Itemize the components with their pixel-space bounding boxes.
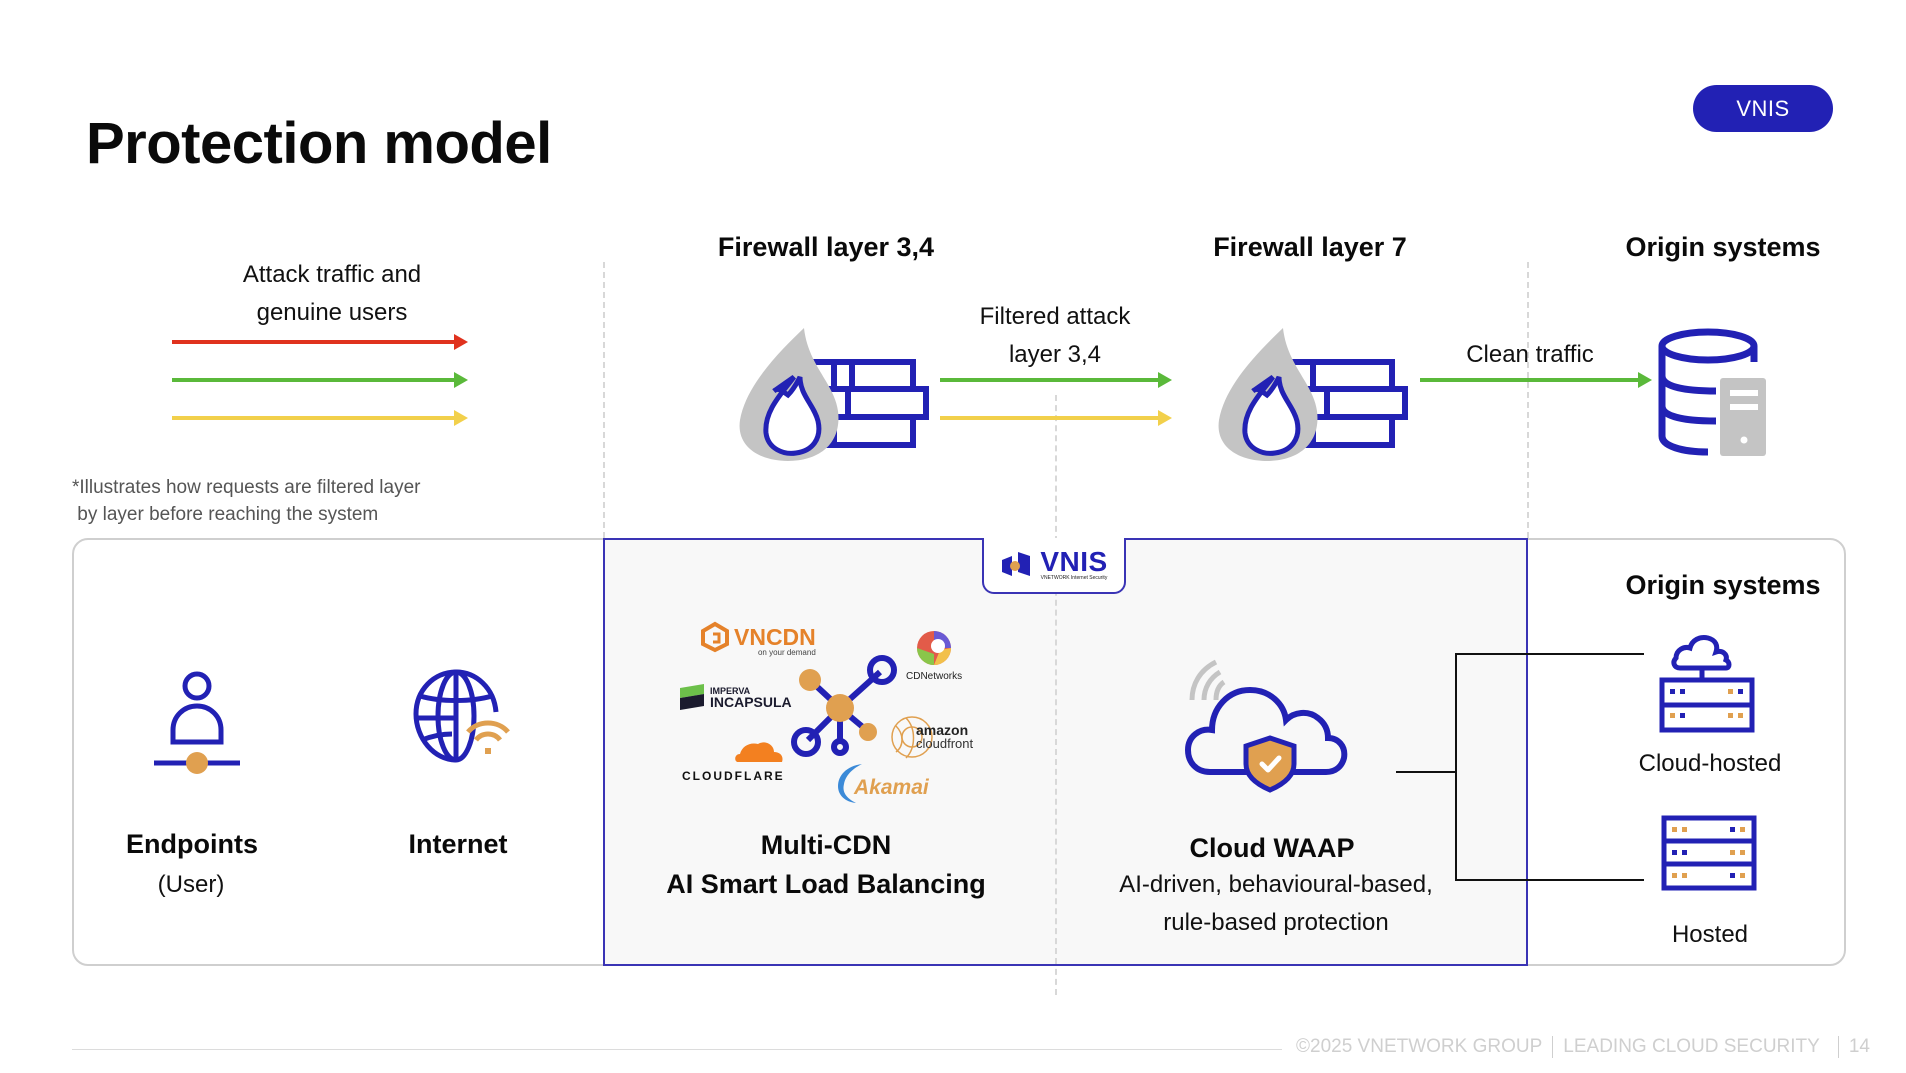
- cloudfront-text: cloudfront: [916, 736, 974, 751]
- multi-cdn-title-line2: AI Smart Load Balancing: [666, 869, 986, 899]
- cloudflare-text: CLOUDFLARE: [682, 769, 785, 783]
- page-number: 14: [1848, 1036, 1870, 1057]
- firewall-l7-title: Firewall layer 7: [1213, 232, 1407, 262]
- footer-tagline: LEADING CLOUD SECURITY: [1563, 1036, 1820, 1057]
- flame-icon: [1242, 374, 1301, 456]
- footer: ©2025 VNETWORK GROUP LEADING CLOUD SECUR…: [1296, 1036, 1870, 1058]
- cloud-waap-desc-line1: AI-driven, behavioural-based,: [1119, 871, 1433, 898]
- footer-divider: [72, 1049, 1282, 1050]
- user-endpoint-icon: [154, 671, 240, 774]
- globe-icon: [413, 669, 499, 763]
- cloud-server-icon: [1659, 635, 1755, 733]
- suspicious-arrow-yellow: [172, 410, 468, 426]
- footnote-line1: *Illustrates how requests are filtered l…: [72, 477, 421, 498]
- column-divider: [1527, 262, 1529, 538]
- origin-connector: [1396, 653, 1644, 881]
- cloud-waap-title: Cloud WAAP: [1189, 833, 1355, 863]
- origin-systems-panel-title: Origin systems: [1625, 570, 1821, 600]
- cdnetworks-logo-icon: [917, 631, 952, 665]
- cloudflare-cloud-icon: [735, 742, 783, 762]
- multi-cdn-title-line1: Multi-CDN: [760, 830, 892, 860]
- cloud-waap-desc-line2: rule-based protection: [1163, 909, 1389, 936]
- network-hub-icon: [791, 655, 897, 757]
- source-label-line2: genuine users: [256, 299, 408, 326]
- vnis-logo: VNIS VNETWORK Internet Security: [982, 538, 1126, 594]
- firewall-l34-title: Firewall layer 3,4: [717, 232, 935, 262]
- vncdn-tagline: on your demand: [757, 648, 816, 657]
- footnote: *Illustrates how requests are filtered l…: [72, 474, 421, 528]
- footer-copyright: ©2025 VNETWORK GROUP: [1296, 1036, 1543, 1057]
- vnis-logo-subtext: VNETWORK Internet Security: [1040, 575, 1108, 581]
- cdnetworks-logo: CDNetworks: [906, 628, 962, 682]
- firewall-icon: [1218, 328, 1408, 461]
- vncdn-text: VNCDN: [734, 623, 816, 650]
- source-arrows: [172, 334, 468, 426]
- database-icon: [1658, 328, 1758, 456]
- vnis-badge: VNIS: [1693, 85, 1833, 132]
- vncdn-logo-icon: [701, 621, 729, 653]
- incapsula-text: INCAPSULA: [710, 694, 792, 710]
- genuine-arrow-green: [940, 372, 1172, 388]
- akamai-wave-icon: [838, 764, 862, 803]
- multi-cdn-title: Multi-CDN AI Smart Load Balancing: [666, 826, 986, 904]
- endpoints-subtitle: (User): [157, 871, 225, 898]
- signal-icon: [1189, 659, 1226, 701]
- attack-arrow-red: [172, 334, 468, 350]
- footer-separator: [1552, 1036, 1554, 1058]
- source-label-line1: Attack traffic and: [242, 261, 422, 288]
- imperva-logo-icon: [680, 684, 704, 710]
- akamai-text: Akamai: [854, 776, 929, 799]
- globe-wifi-icon: [413, 669, 510, 763]
- page-title: Protection model: [86, 111, 552, 176]
- filtered-arrows: [940, 372, 1172, 426]
- cloud-waap-description: AI-driven, behavioural-based, rule-based…: [1119, 866, 1433, 942]
- imperva-logo: IMPERVA INCAPSULA: [680, 684, 792, 710]
- vncdn-logo: VNCDN on your demand: [700, 621, 816, 657]
- server-tower-icon: [1720, 378, 1766, 456]
- internet-title: Internet: [408, 829, 508, 859]
- origin-item-cloud-hosted: Cloud-hosted: [1638, 750, 1782, 777]
- clean-traffic-label: Clean traffic: [1466, 341, 1594, 368]
- origin-item-hosted: Hosted: [1671, 921, 1749, 948]
- vnis-logo-mark-icon: [1002, 552, 1031, 576]
- filtered-label: Filtered attack layer 3,4: [980, 298, 1131, 374]
- amazon-cloudfront-logo: amazon cloudfront: [890, 712, 973, 762]
- cloudfront-icon: [891, 716, 933, 759]
- cloudflare-logo: CLOUDFLARE: [682, 740, 785, 783]
- footer-separator: [1837, 1036, 1839, 1058]
- cdnetworks-text: CDNetworks: [906, 671, 963, 682]
- genuine-arrow-green: [172, 372, 468, 388]
- origin-systems-title: Origin systems: [1625, 232, 1821, 262]
- column-divider: [603, 262, 605, 538]
- vnis-coverage-box: [603, 538, 1528, 966]
- vnis-logo-text: VNIS: [1040, 546, 1108, 577]
- amazon-text: amazon: [916, 722, 969, 738]
- source-label: Attack traffic and genuine users: [122, 256, 542, 332]
- firewall-icon: [739, 328, 929, 461]
- clean-arrow-green: [1420, 372, 1652, 388]
- suspicious-arrow-yellow: [940, 410, 1172, 426]
- footnote-line2: by layer before reaching the system: [72, 504, 379, 525]
- wifi-icon: [466, 720, 510, 742]
- akamai-logo: Akamai: [836, 762, 929, 804]
- database-server-icon: [1658, 328, 1766, 456]
- server-rack-icon: [1661, 815, 1757, 891]
- imperva-text: IMPERVA: [710, 686, 751, 696]
- flame-icon: [763, 374, 822, 456]
- clean-arrows: [1420, 372, 1652, 388]
- filtered-label-line1: Filtered attack: [979, 303, 1131, 330]
- column-divider: [1055, 540, 1057, 964]
- filtered-label-line2: layer 3,4: [1008, 341, 1102, 368]
- cloud-shield-icon: [1184, 659, 1348, 793]
- endpoints-title: Endpoints: [126, 829, 258, 859]
